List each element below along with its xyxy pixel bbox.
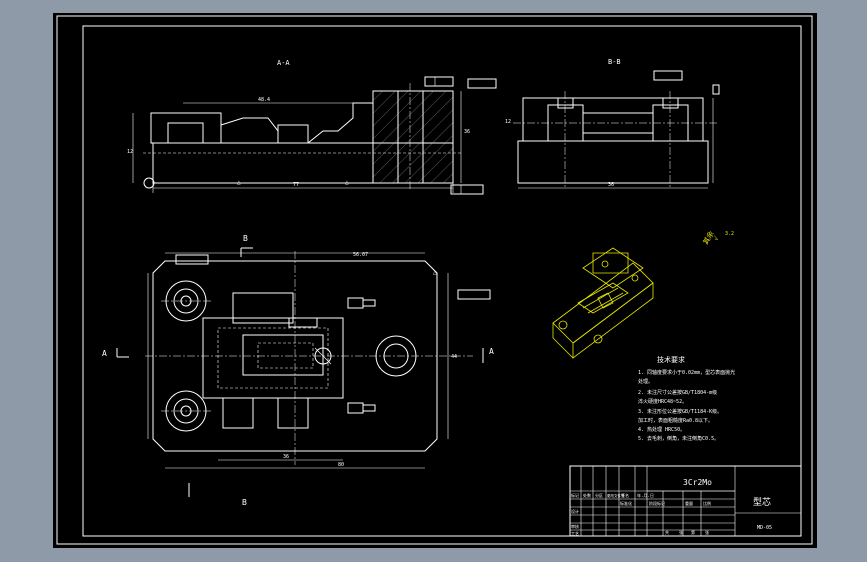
cut-a-left: A bbox=[102, 349, 107, 358]
title-cell: 工艺 bbox=[571, 531, 579, 536]
isometric-view bbox=[552, 247, 654, 359]
plan-view: B B A A bbox=[102, 234, 494, 507]
svg-text:△: △ bbox=[237, 179, 241, 186]
cut-b-top: B bbox=[243, 234, 248, 243]
tech-item: 3. 未注形位公差按GB/T1184-K级。 bbox=[638, 408, 722, 415]
svg-text:44: 44 bbox=[451, 354, 457, 360]
svg-text:80: 80 bbox=[338, 462, 344, 468]
svg-text:36: 36 bbox=[283, 454, 289, 460]
title-cell: 处数 bbox=[583, 492, 591, 498]
svg-text:36: 36 bbox=[464, 129, 470, 135]
part-name-text: 型芯 bbox=[753, 496, 771, 508]
title-cell: 比例 bbox=[703, 500, 711, 506]
title-cell: 阶段标记 bbox=[649, 500, 665, 506]
title-cell: 重量 bbox=[685, 500, 693, 506]
svg-text:△: △ bbox=[433, 269, 437, 276]
title-cell: 签名 bbox=[621, 492, 629, 498]
title-cell: 标记 bbox=[571, 492, 579, 498]
svg-text:48.4: 48.4 bbox=[258, 97, 270, 103]
title-cell: 标准化 bbox=[620, 500, 632, 506]
cut-b-bottom: B bbox=[242, 498, 247, 507]
svg-text:△: △ bbox=[345, 179, 349, 186]
svg-text:12: 12 bbox=[127, 149, 133, 155]
title-cell: 分区 bbox=[595, 492, 603, 498]
title-cell: 第 bbox=[691, 529, 695, 535]
title-cell: 张 bbox=[705, 529, 709, 535]
svg-text:12: 12 bbox=[505, 119, 511, 125]
title-cell: 设计 bbox=[571, 508, 579, 514]
tech-item: 淬火硬度HRC48~52。 bbox=[638, 398, 687, 405]
svg-text:56.07: 56.07 bbox=[353, 252, 368, 258]
roughness-note: 其余 √ 3.2 bbox=[701, 229, 734, 246]
tech-item: 加工时，表面粗糙度Ra0.8以下。 bbox=[638, 417, 713, 424]
title-cell: 审核 bbox=[571, 523, 579, 529]
section-bb-title: B-B bbox=[608, 58, 621, 66]
tech-item: 5. 去毛刺，倒角，未注倒角C0.5。 bbox=[638, 435, 719, 442]
tech-item: 1. 同轴度要求小于0.02mm，型芯表面抛光 bbox=[638, 369, 735, 376]
svg-text:36: 36 bbox=[608, 182, 614, 188]
section-bb-view: B-B 36 12 bbox=[467, 58, 720, 189]
tech-item: 处理。 bbox=[638, 378, 653, 385]
tech-title: 技术要求 bbox=[657, 355, 685, 364]
tech-item: 4. 热处理 HRC50。 bbox=[638, 426, 685, 433]
drawing-no-text: MD-05 bbox=[757, 525, 772, 531]
title-cell: 共 bbox=[665, 529, 669, 535]
title-cell: 张 bbox=[679, 529, 683, 535]
material-text: 3Cr2Mo bbox=[683, 478, 712, 487]
inner-border bbox=[82, 25, 802, 537]
drawing-svg: A-A 77 12 bbox=[56, 15, 813, 545]
tech-requirements: 技术要求 1. 同轴度要求小于0.02mm，型芯表面抛光 处理。 2. 未注尺寸… bbox=[638, 355, 735, 442]
svg-text:√: √ bbox=[713, 235, 721, 242]
title-cell: 更改文件号 bbox=[607, 493, 625, 498]
section-aa-view: A-A 77 12 bbox=[127, 59, 484, 195]
section-aa-title: A-A bbox=[277, 59, 290, 67]
tech-item: 2. 未注尺寸公差按GB/T1804-m级 bbox=[638, 389, 717, 396]
roughness-value: 3.2 bbox=[725, 231, 734, 237]
cut-a-right: A bbox=[489, 347, 494, 356]
title-cell: 年.月.日 bbox=[637, 492, 654, 498]
drawing-canvas[interactable]: A-A 77 12 bbox=[53, 13, 817, 548]
svg-text:77: 77 bbox=[293, 182, 299, 188]
title-block: 3Cr2Mo 型芯 MD-05 标记 处数 分区 更改文件号 签名 年.月.日 … bbox=[569, 465, 802, 537]
outer-border bbox=[56, 15, 813, 545]
